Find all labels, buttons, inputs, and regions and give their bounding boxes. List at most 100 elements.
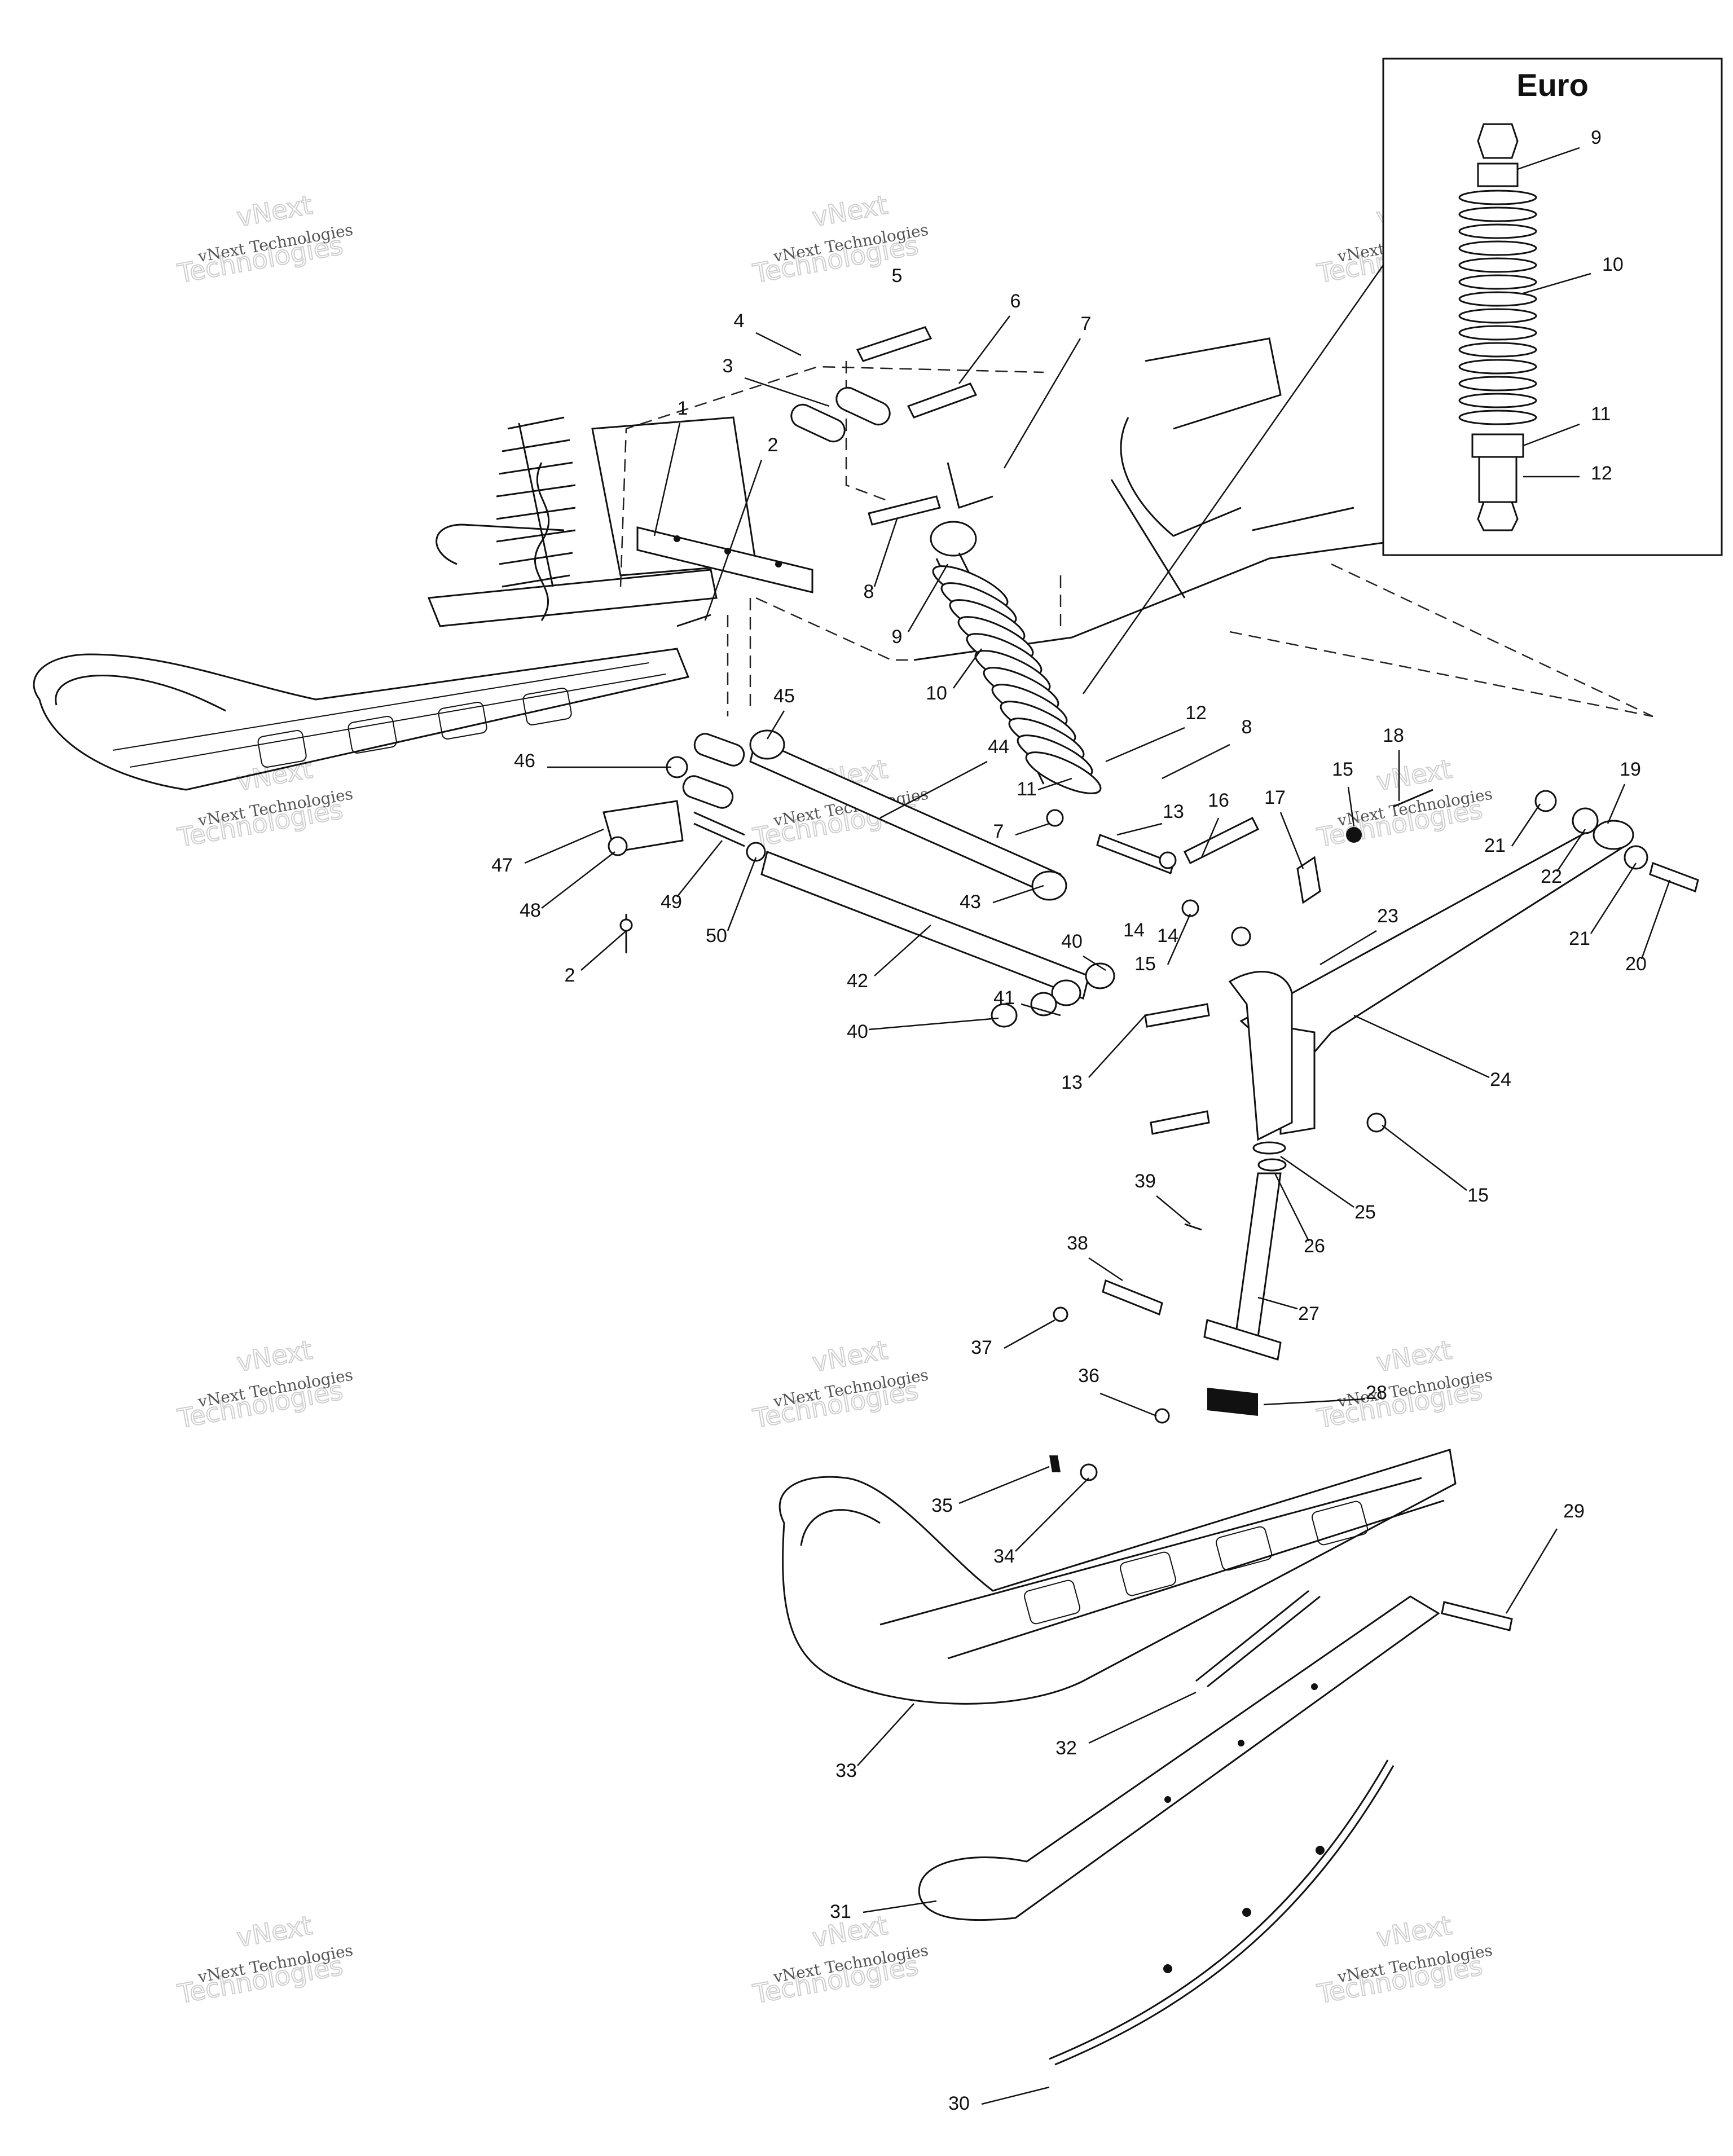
callout-18: 18 <box>1383 725 1404 801</box>
callout-1: 1 <box>653 398 688 536</box>
euro-spring-coil <box>1458 257 1537 273</box>
steering-arm-parts <box>1046 789 1433 947</box>
callout-leader <box>981 2086 1050 2105</box>
ski-skag <box>1195 1590 1321 1688</box>
callout-leader <box>1083 955 1106 971</box>
callout-leader <box>1200 817 1220 858</box>
callout-9: 9 <box>892 564 949 648</box>
callout-27: 27 <box>1257 1296 1319 1325</box>
svg-text:vNext: vNext <box>235 1335 315 1378</box>
callout-label: 32 <box>1055 1737 1077 1759</box>
euro-spring-coil <box>1458 410 1537 425</box>
callout-45: 45 <box>766 685 795 740</box>
callout-label: 40 <box>1061 931 1083 952</box>
inset-leader <box>1523 423 1580 447</box>
callout-label: 5 <box>892 265 903 287</box>
lower-radius-rod <box>760 850 1115 1028</box>
inset-callout-11: 11 <box>1523 403 1611 447</box>
callout-8: 8 <box>1162 716 1252 780</box>
inset-pointer-line <box>1082 265 1384 694</box>
callout-17: 17 <box>1264 787 1304 869</box>
callout-label: 43 <box>960 891 981 913</box>
callout-11: 11 <box>1017 777 1072 800</box>
callout-leader <box>952 648 983 689</box>
inset-callout-12: 12 <box>1523 463 1612 484</box>
callout-leader <box>1257 1296 1298 1310</box>
callout-leader <box>744 377 830 407</box>
callout-label: 41 <box>993 987 1015 1009</box>
euro-spring-coil <box>1458 223 1537 239</box>
callout-label: 19 <box>1620 759 1641 780</box>
euro-inset <box>1382 58 1723 556</box>
callout-21: 21 <box>1569 863 1637 949</box>
callout-5: 5 <box>892 265 903 287</box>
callout-leader <box>907 564 949 632</box>
callout-leader <box>958 315 1010 384</box>
callout-leader <box>580 930 627 971</box>
callout-20: 20 <box>1625 879 1671 975</box>
euro-spring-coil <box>1458 376 1537 391</box>
callout-13: 13 <box>1061 1015 1146 1093</box>
callout-label: 15 <box>1134 953 1156 975</box>
svg-text:vNext: vNext <box>810 190 890 233</box>
callout-31: 31 <box>830 1900 937 1922</box>
callout-47: 47 <box>491 828 604 876</box>
callout-label: 46 <box>514 750 535 772</box>
a-arm-assembly <box>1144 790 1699 1141</box>
callout-49: 49 <box>661 840 723 913</box>
callout-label: 2 <box>768 434 778 456</box>
callout-leader <box>676 840 723 897</box>
callout-12: 12 <box>1105 702 1207 763</box>
callout-label: 4 <box>734 310 745 332</box>
euro-spring-coil <box>1458 342 1537 358</box>
callout-label: 25 <box>1354 1202 1376 1223</box>
callout-label: 48 <box>520 900 541 921</box>
inset-leader <box>1523 272 1591 294</box>
callout-16: 16 <box>1200 790 1229 858</box>
callout-leader <box>1511 803 1541 847</box>
spindle-assembly <box>1053 1141 1287 1424</box>
callout-leader <box>879 760 988 819</box>
main-spring <box>932 565 1102 794</box>
callout-40: 40 <box>847 1017 999 1042</box>
callout-leader <box>653 423 681 536</box>
callout-48: 48 <box>520 851 615 921</box>
callout-label: 2 <box>565 965 575 986</box>
callout-label: 15 <box>1332 759 1353 780</box>
callout-24: 24 <box>1353 1014 1511 1090</box>
callout-label: 13 <box>1163 801 1184 822</box>
callout-label: 26 <box>1304 1235 1325 1257</box>
callout-label: 20 <box>1625 953 1647 975</box>
callout-label: 18 <box>1383 725 1404 746</box>
callout-35: 35 <box>931 1466 1050 1516</box>
euro-spring-coil <box>1458 325 1537 341</box>
callout-label: 8 <box>1242 716 1252 738</box>
euro-spring-coil <box>1458 359 1537 375</box>
part-3-link-top <box>835 386 891 426</box>
callout-leader <box>755 332 802 357</box>
callout-33: 33 <box>835 1703 914 1781</box>
callout-label: 11 <box>1017 778 1036 800</box>
callout-leader <box>1353 1014 1490 1079</box>
callout-label: 33 <box>835 1760 857 1781</box>
callout-25: 25 <box>1280 1155 1376 1223</box>
inset-label: 11 <box>1591 403 1611 425</box>
callout-label: 21 <box>1484 835 1506 856</box>
inset-title: Euro <box>1516 67 1589 103</box>
callout-leader <box>727 857 757 931</box>
callout-label: 7 <box>993 821 1004 842</box>
part-6-bolt <box>907 382 978 419</box>
callout-label: 8 <box>864 581 874 602</box>
part-4-link-top <box>790 403 846 443</box>
ski-sole <box>918 1595 1440 1921</box>
callout-label: 14 <box>1123 919 1145 941</box>
part-5-bolt <box>856 326 933 362</box>
callout-leader <box>1004 1319 1055 1349</box>
